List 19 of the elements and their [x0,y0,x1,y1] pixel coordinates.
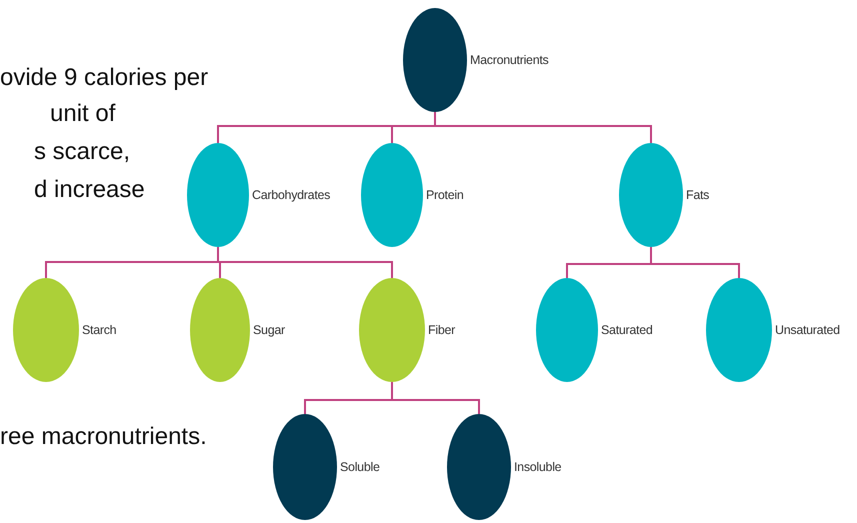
node-label: Macronutrients [470,53,548,67]
connector-line [391,382,480,414]
node-label: Sugar [253,323,285,337]
node-label: Saturated [601,323,653,337]
node-label: Insoluble [514,460,562,474]
body-text: s scarce, [34,138,130,166]
body-text: ree macronutrients. [0,423,207,451]
node-label: Carbohydrates [252,188,330,202]
node-label: Fiber [428,323,455,337]
body-text: ovide 9 calories per [0,64,208,92]
connector-line [650,247,740,278]
node-label: Unsaturated [775,323,840,337]
node-label: Soluble [340,460,380,474]
node-label: Protein [426,188,464,202]
connector-line [434,112,652,143]
body-text: unit of [50,100,116,128]
body-text: d increase [34,176,145,204]
node-label: Fats [686,188,710,202]
node-label: Starch [82,323,116,337]
